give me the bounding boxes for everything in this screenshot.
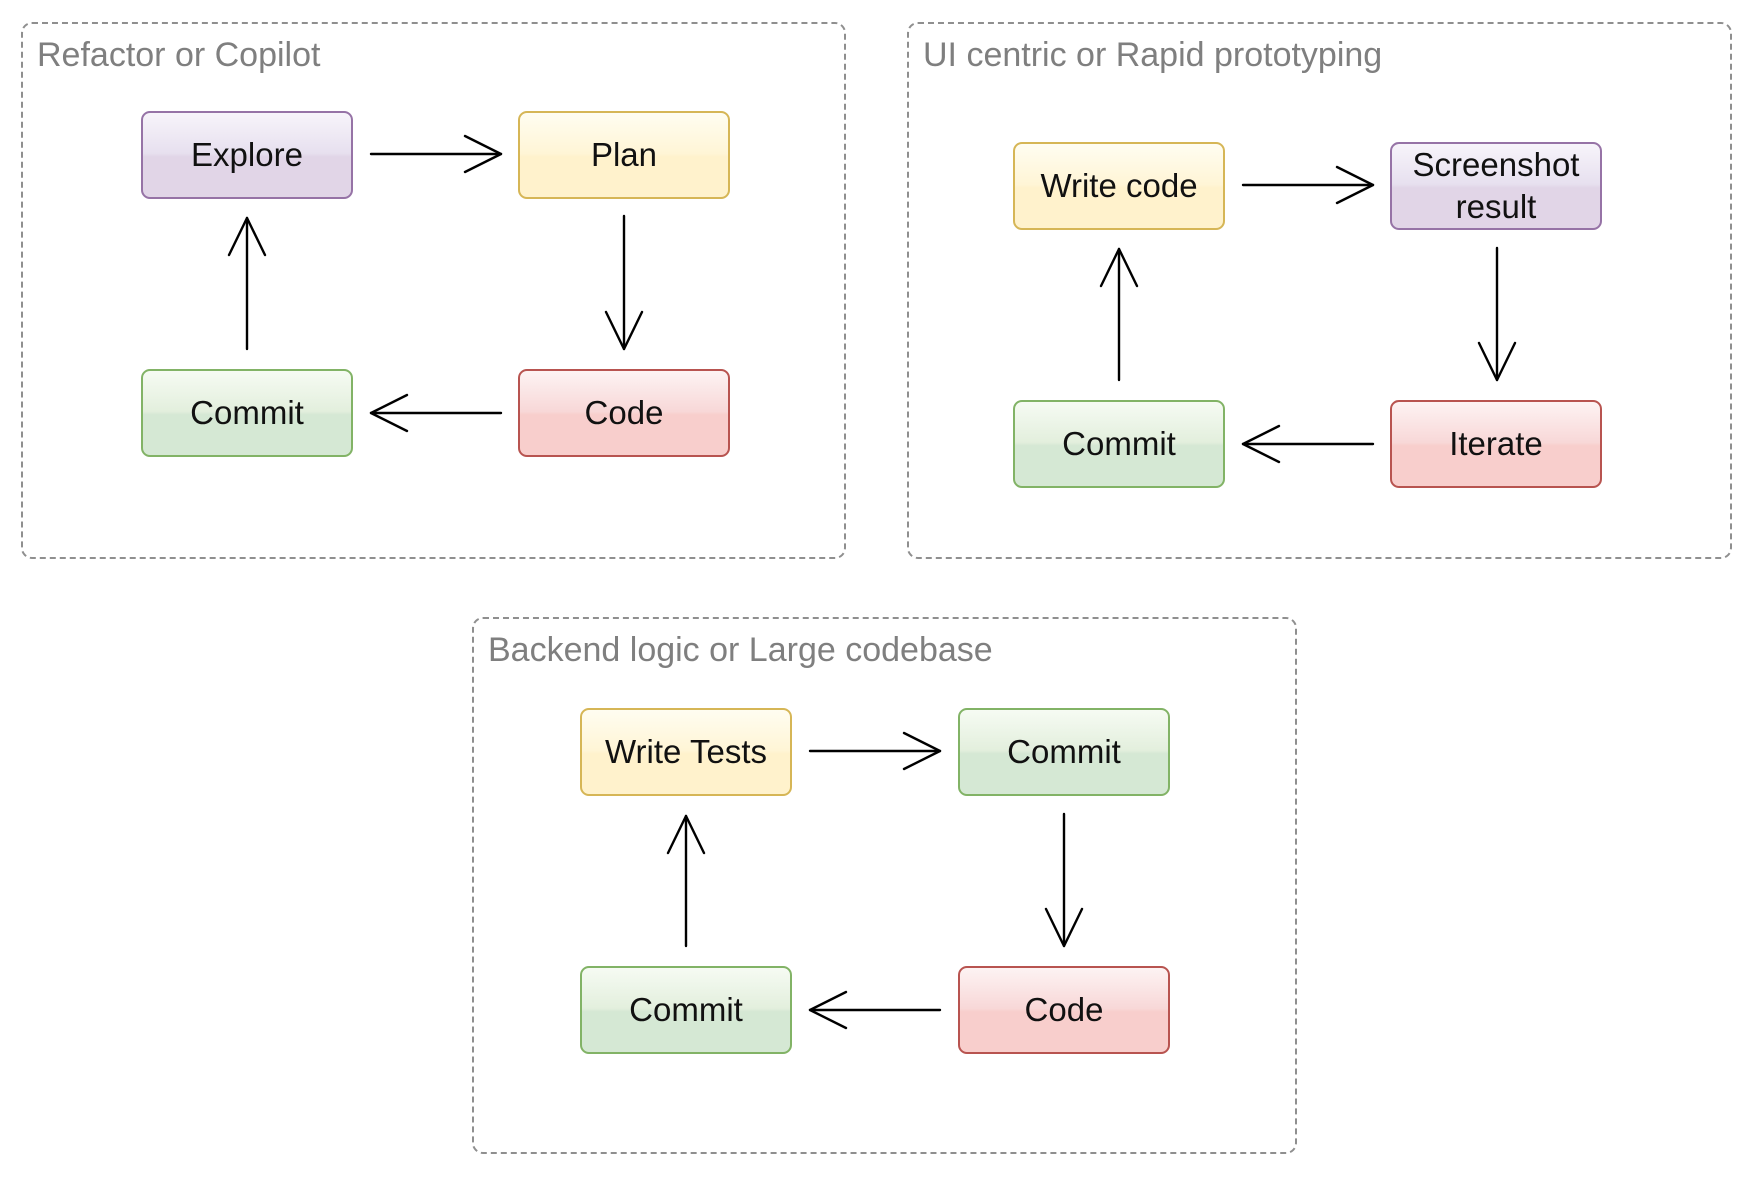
node-label: Code	[1024, 991, 1104, 1029]
node-label: Iterate	[1449, 425, 1543, 463]
node-label: Plan	[590, 136, 658, 174]
group-title: UI centric or Rapid prototyping	[923, 36, 1383, 74]
group-backend-logic-or-large-codebase: Backend logic or Large codebase	[472, 617, 1297, 1154]
group-ui-centric-or-rapid-prototyping: UI centric or Rapid prototyping	[907, 22, 1732, 559]
node-write-code[interactable]: Write code	[1013, 142, 1225, 230]
node-explore[interactable]: Explore	[141, 111, 353, 199]
node-label: Write Tests	[605, 733, 767, 771]
node-label: Commit	[629, 991, 743, 1029]
node-iterate[interactable]: Iterate	[1390, 400, 1602, 488]
node-label: Write code	[1040, 167, 1198, 205]
node-label: Code	[584, 394, 664, 432]
node-code[interactable]: Code	[518, 369, 730, 457]
node-commit-top[interactable]: Commit	[958, 708, 1170, 796]
node-label: Commit	[1062, 425, 1176, 463]
node-screenshot-result[interactable]: Screenshot result	[1390, 142, 1602, 230]
node-write-tests[interactable]: Write Tests	[580, 708, 792, 796]
node-code[interactable]: Code	[958, 966, 1170, 1054]
node-commit[interactable]: Commit	[1013, 400, 1225, 488]
group-title: Backend logic or Large codebase	[488, 631, 993, 669]
node-label: Screenshot result	[1412, 146, 1580, 225]
group-refactor-or-copilot: Refactor or Copilot	[21, 22, 846, 559]
node-plan[interactable]: Plan	[518, 111, 730, 199]
node-commit[interactable]: Commit	[141, 369, 353, 457]
node-label: Explore	[191, 136, 303, 174]
node-label: Commit	[190, 394, 304, 432]
node-label: Commit	[1007, 733, 1121, 771]
group-title: Refactor or Copilot	[37, 36, 321, 74]
node-commit-bottom[interactable]: Commit	[580, 966, 792, 1054]
